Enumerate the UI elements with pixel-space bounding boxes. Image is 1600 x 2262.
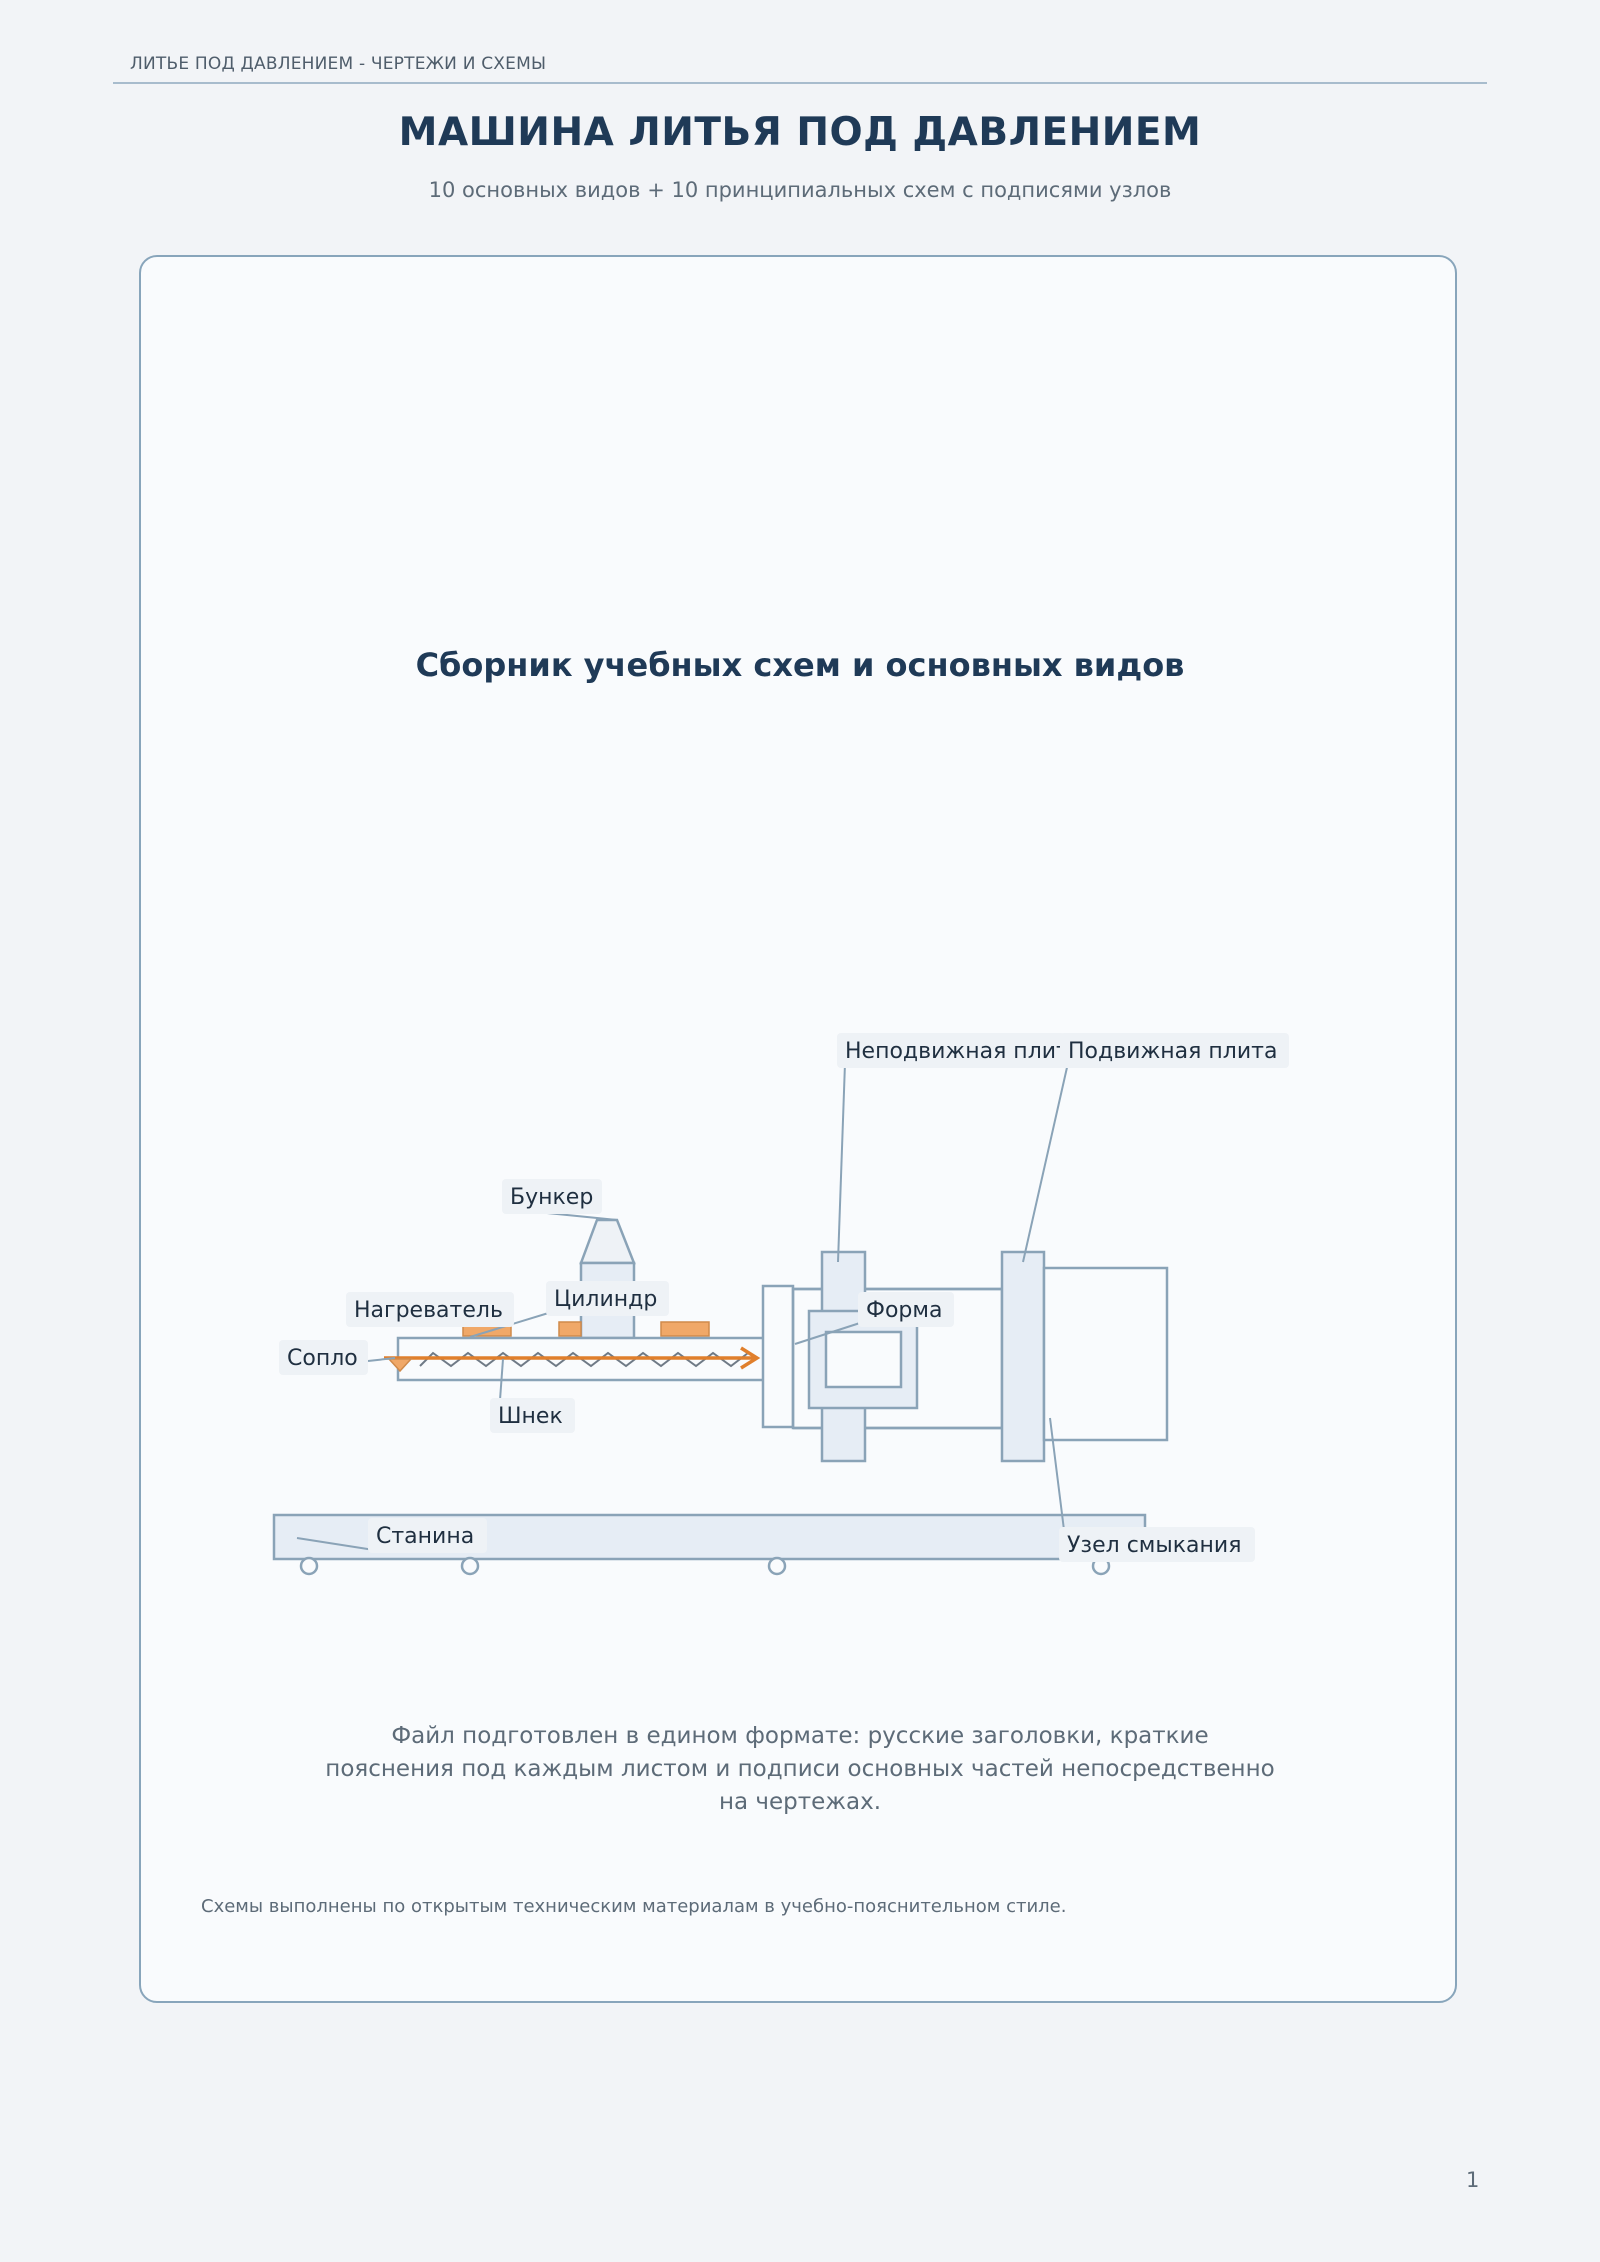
card-note: Файл подготовлен в едином формате: русск… (300, 1720, 1300, 1819)
svg-text:Неподвижная плита: Неподвижная плита (845, 1039, 1082, 1064)
card-footnote: Схемы выполнены по открытым техническим … (201, 1896, 1067, 1917)
bed-wheel (460, 1556, 480, 1576)
leader-line (794, 1321, 864, 1345)
callout-moving-platen: Подвижная плита (1060, 1033, 1289, 1068)
document-subtitle: 10 основных видов + 10 принципиальных сх… (428, 178, 1172, 202)
card-title: Сборник учебных схем и основных видов (415, 646, 1185, 684)
svg-text:Форма: Форма (866, 1298, 942, 1323)
mold-cavity (824, 1330, 903, 1389)
svg-text:Нагреватель: Нагреватель (354, 1298, 503, 1323)
svg-text:Подвижная плита: Подвижная плита (1068, 1039, 1277, 1064)
svg-text:Станина: Станина (376, 1524, 474, 1549)
card-note-line: на чертежах. (718, 1789, 882, 1815)
running-header: ЛИТЬЕ ПОД ДАВЛЕНИЕМ - ЧЕРТЕЖИ И СХЕМЫ (130, 54, 547, 74)
page-number: 1 (1466, 2168, 1480, 2192)
leader-line (1049, 1417, 1065, 1531)
callout-screw: Шнек (490, 1398, 575, 1433)
clamp-cylinder (1042, 1266, 1169, 1442)
callout-clamping-unit: Узел смыкания (1059, 1527, 1255, 1562)
nozzle-tip (387, 1358, 413, 1373)
leader-line (1022, 1062, 1069, 1263)
moving-platen-shape (1000, 1250, 1046, 1463)
flow-arrowhead (740, 1346, 761, 1370)
svg-text:Бункер: Бункер (510, 1185, 593, 1210)
header-rule (113, 82, 1487, 84)
svg-text:Узел смыкания: Узел смыкания (1067, 1533, 1241, 1558)
card-note-line: Файл подготовлен в едином формате: русск… (391, 1723, 1209, 1749)
svg-text:Цилиндр: Цилиндр (554, 1287, 657, 1312)
callout-nozzle: Сопло (279, 1340, 368, 1375)
callout-labels: Неподвижная плита Подвижная плита Бункер… (279, 1033, 1289, 1562)
clamping-unit (761, 1250, 1169, 1463)
callout-cylinder: Цилиндр (546, 1281, 669, 1316)
card-note-line: пояснения под каждым листом и подписи ос… (325, 1756, 1275, 1782)
document-title: МАШИНА ЛИТЬЯ ПОД ДАВЛЕНИЕМ (398, 110, 1202, 155)
callout-hopper: Бункер (502, 1179, 602, 1214)
leader-line (499, 1358, 504, 1401)
callout-mold: Форма (858, 1292, 954, 1327)
callout-heater: Нагреватель (346, 1292, 514, 1327)
heater-band (558, 1321, 582, 1337)
svg-text:Сопло: Сопло (287, 1346, 358, 1371)
leader-line (367, 1357, 396, 1362)
stationary-frame (761, 1284, 795, 1429)
leader-line (837, 1062, 846, 1263)
svg-text:Шнек: Шнек (498, 1404, 563, 1429)
heater-band (660, 1321, 710, 1337)
cover-card (139, 255, 1457, 2003)
hopper-funnel (579, 1218, 636, 1265)
callout-fixed-platen: Неподвижная плита (837, 1033, 1082, 1068)
bed-wheel (767, 1556, 787, 1576)
callout-bed: Станина (368, 1518, 487, 1553)
leader-line (296, 1537, 375, 1551)
bed-wheel (299, 1556, 319, 1576)
